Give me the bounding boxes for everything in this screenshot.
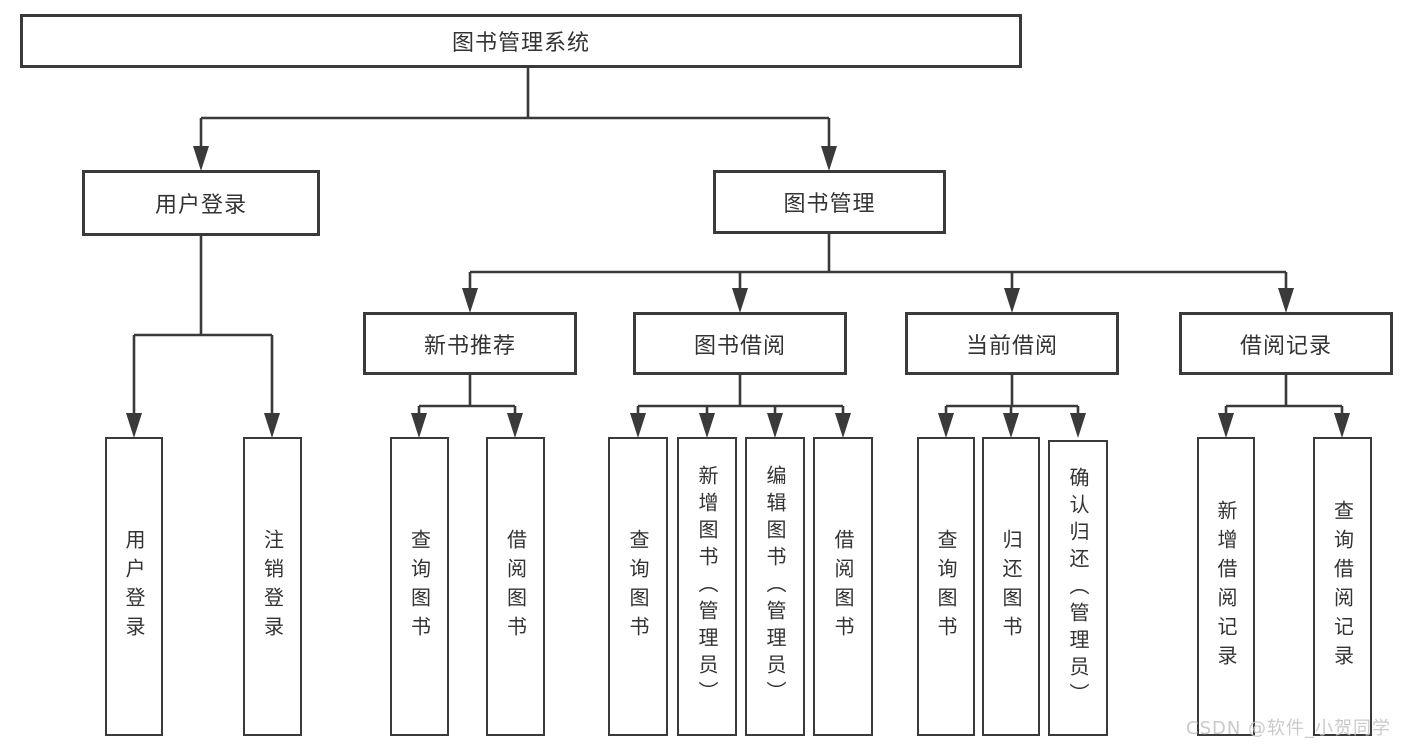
node-new-book-recommend-label: 新书推荐 (423, 333, 516, 359)
leaf-current-query-books-label: 查询图书 (934, 528, 958, 645)
leaf-borrow-edit-book-admin: 编辑图书（管理员） (745, 437, 805, 736)
leaf-borrow-borrow-books: 借阅图书 (813, 437, 873, 736)
leaf-current-confirm-return-admin-label: 确认归还（管理员） (1066, 466, 1090, 710)
leaf-user-login: 用户登录 (105, 437, 163, 736)
node-book-management-label: 图书管理 (783, 192, 876, 217)
node-root: 图书管理系统 (20, 14, 1022, 68)
leaf-current-return-books: 归还图书 (982, 437, 1040, 736)
leaf-borrow-borrow-books-label: 借阅图书 (831, 528, 855, 645)
node-borrow-records: 借阅记录 (1179, 312, 1393, 375)
node-borrow-records-label: 借阅记录 (1239, 333, 1332, 359)
node-book-management: 图书管理 (713, 170, 946, 234)
watermark: CSDN @软件_小贺同学 (1186, 718, 1392, 739)
leaf-borrow-query-books-label: 查询图书 (626, 528, 650, 645)
leaf-borrow-add-book-admin-label: 新增图书（管理员） (695, 465, 719, 708)
leaf-current-query-books: 查询图书 (917, 437, 975, 736)
leaf-newbook-query-books: 查询图书 (390, 437, 449, 736)
leaf-logout-label: 注销登录 (260, 528, 285, 645)
node-current-borrow: 当前借阅 (905, 312, 1119, 375)
node-root-label: 图书管理系统 (451, 31, 590, 56)
leaf-borrow-edit-book-admin-label: 编辑图书（管理员） (763, 465, 787, 708)
leaf-records-query-label: 查询借阅记录 (1330, 499, 1355, 674)
leaf-newbook-query-books-label: 查询图书 (407, 528, 432, 645)
leaf-user-login-label: 用户登录 (122, 528, 146, 645)
leaf-borrow-query-books: 查询图书 (608, 437, 668, 736)
node-current-borrow-label: 当前借阅 (965, 333, 1058, 359)
leaf-current-confirm-return-admin: 确认归还（管理员） (1048, 440, 1108, 736)
leaf-logout: 注销登录 (243, 437, 302, 736)
leaf-borrow-add-book-admin: 新增图书（管理员） (677, 437, 737, 736)
leaf-records-add: 新增借阅记录 (1197, 437, 1255, 736)
node-book-borrow: 图书借阅 (633, 312, 847, 375)
leaf-current-return-books-label: 归还图书 (999, 528, 1023, 645)
node-user-login-branch-label: 用户登录 (154, 193, 247, 218)
node-user-login-branch: 用户登录 (82, 170, 320, 236)
leaf-newbook-borrow-books: 借阅图书 (486, 437, 545, 736)
leaf-newbook-borrow-books-label: 借阅图书 (503, 528, 528, 645)
leaf-records-query: 查询借阅记录 (1313, 437, 1372, 736)
node-new-book-recommend: 新书推荐 (363, 312, 577, 375)
leaf-records-add-label: 新增借阅记录 (1214, 499, 1238, 674)
node-book-borrow-label: 图书借阅 (693, 333, 786, 359)
